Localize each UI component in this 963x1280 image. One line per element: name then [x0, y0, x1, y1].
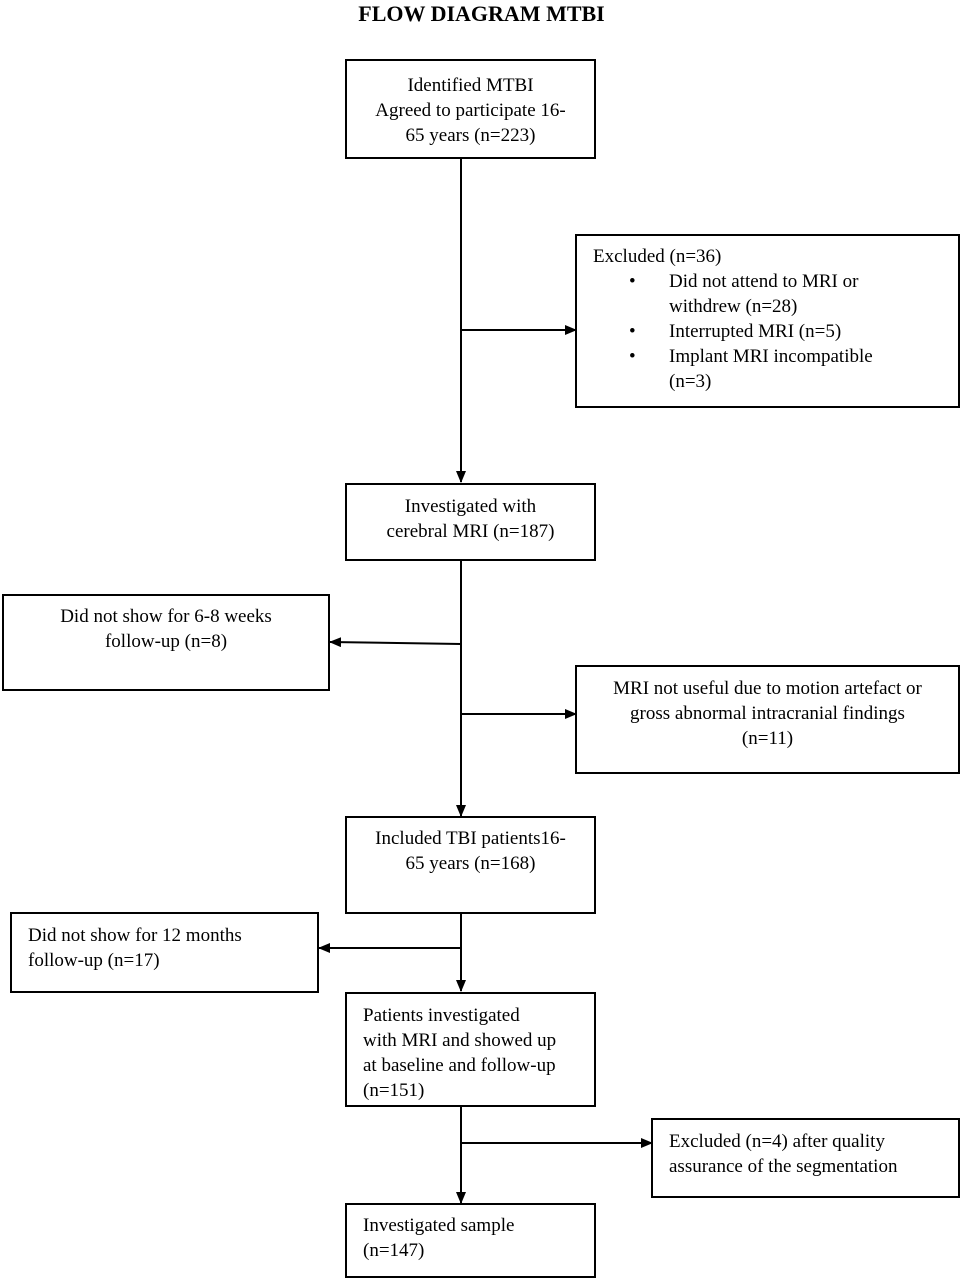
bullet-icon: •	[629, 271, 636, 292]
investigated-mri-line-1: Investigated with	[404, 496, 537, 517]
no-show-6-8-line-2: follow-up (n=8)	[104, 631, 228, 652]
excluded-quality-line-1: Excluded (n=4) after quality	[669, 1131, 885, 1152]
excluded-reason-3-line-1: Implant MRI incompatible	[669, 346, 873, 367]
excluded-reason-2-line-1: Interrupted MRI (n=5)	[669, 321, 842, 342]
no-show-12-months-box: Did not show for 12 months follow-up (n=…	[10, 912, 319, 993]
list-item: • Interrupted MRI (n=5)	[593, 319, 958, 344]
investigated-sample-line-1: Investigated sample	[363, 1215, 515, 1236]
bullet-icon: •	[629, 346, 636, 367]
identified-line-1: Identified MTBI	[407, 75, 534, 96]
excluded-reason-1-line-2: withdrew (n=28)	[669, 296, 798, 317]
excluded-reason-1-line-1: Did not attend to MRI or	[669, 271, 859, 292]
identified-line-3: 65 years (n=223)	[405, 125, 536, 146]
list-item: • Implant MRI incompatible (n=3)	[593, 344, 958, 394]
patients-followup-line-3: at baseline and follow-up	[363, 1055, 556, 1076]
included-tbi-line-1: Included TBI patients16-	[375, 828, 566, 849]
investigated-sample-line-2: (n=147)	[363, 1240, 425, 1261]
excluded-heading: Excluded (n=36)	[593, 246, 722, 267]
investigated-sample-box: Investigated sample (n=147)	[345, 1203, 596, 1278]
diagram-title: FLOW DIAGRAM MTBI	[358, 1, 605, 26]
identified-box: Identified MTBI Agreed to participate 16…	[345, 59, 596, 159]
identified-line-2: Agreed to participate 16-	[375, 100, 566, 121]
patients-followup-box: Patients investigated with MRI and showe…	[345, 992, 596, 1107]
excluded-quality-box: Excluded (n=4) after quality assurance o…	[651, 1118, 960, 1198]
excluded-box: Excluded (n=36) • Did not attend to MRI …	[575, 234, 960, 408]
excluded-reason-3-line-2: (n=3)	[669, 371, 712, 392]
no-show-6-8-weeks-box: Did not show for 6-8 weeks follow-up (n=…	[2, 594, 330, 691]
bullet-icon: •	[629, 321, 636, 342]
mri-not-useful-line-3: (n=11)	[741, 728, 794, 749]
included-tbi-box: Included TBI patients16- 65 years (n=168…	[345, 816, 596, 914]
patients-followup-line-4: (n=151)	[363, 1080, 425, 1101]
mri-not-useful-line-1: MRI not useful due to motion artefact or	[613, 678, 922, 699]
mri-not-useful-line-2: gross abnormal intracranial findings	[630, 703, 905, 724]
included-tbi-line-2: 65 years (n=168)	[405, 853, 536, 874]
patients-followup-line-2: with MRI and showed up	[363, 1030, 557, 1051]
no-show-12m-line-2: follow-up (n=17)	[28, 950, 160, 971]
no-show-12m-line-1: Did not show for 12 months	[28, 925, 242, 946]
excluded-quality-line-2: assurance of the segmentation	[669, 1156, 898, 1177]
connector-to-no-show-6-8	[329, 637, 462, 648]
mri-not-useful-box: MRI not useful due to motion artefact or…	[575, 665, 960, 774]
investigated-mri-box: Investigated with cerebral MRI (n=187)	[345, 483, 596, 561]
list-item: • Did not attend to MRI or withdrew (n=2…	[593, 269, 958, 319]
no-show-6-8-line-1: Did not show for 6-8 weeks	[60, 606, 272, 627]
patients-followup-line-1: Patients investigated	[363, 1005, 520, 1026]
investigated-mri-line-2: cerebral MRI (n=187)	[386, 521, 555, 542]
excluded-reasons-list: • Did not attend to MRI or withdrew (n=2…	[593, 269, 958, 394]
